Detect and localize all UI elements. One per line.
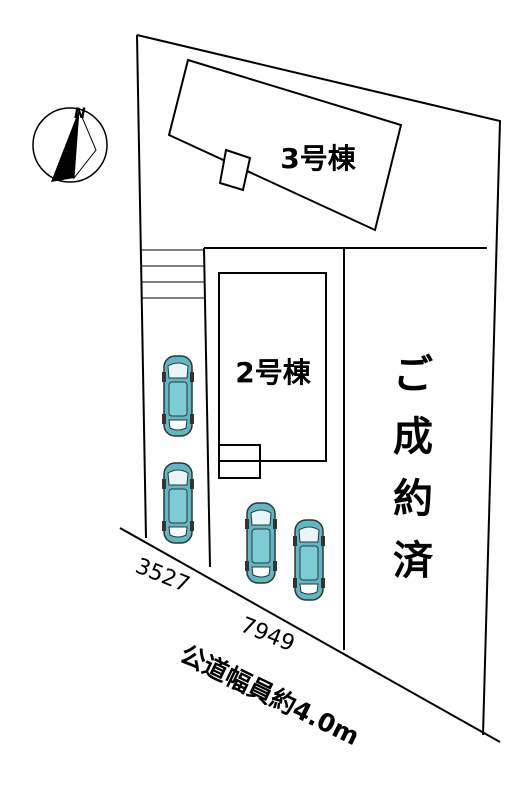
north-label: N [74, 106, 86, 122]
building-3: 3号棟 [167, 58, 403, 232]
car-icon [162, 462, 194, 544]
north-arrow-icon: N [32, 106, 108, 183]
sold-char: 済 [393, 538, 434, 584]
outer-boundary [136, 34, 502, 736]
sold-char: 成 [393, 414, 433, 460]
car-icon [245, 502, 277, 584]
car-icon [162, 355, 194, 437]
lot2-west-boundary [203, 247, 211, 568]
road-width-label: 公道幅員約4.0m [176, 640, 364, 752]
building-2: 2号棟 [218, 272, 327, 479]
car-icon [293, 519, 325, 601]
building-2-label: 2号棟 [235, 356, 311, 389]
west-boundary [136, 34, 147, 539]
sold-char: 約 [393, 476, 433, 522]
road-edge [119, 527, 501, 743]
frontage-dimension-right: 7949 [237, 613, 298, 657]
building-3-label: 3号棟 [280, 142, 356, 175]
sold-notice: ご 成 約 済 [393, 352, 434, 584]
lot-boundaries [119, 34, 502, 743]
access-path-lines [141, 249, 204, 299]
frontage-dimension-left: 3527 [132, 554, 193, 598]
sold-char: ご [393, 352, 433, 398]
